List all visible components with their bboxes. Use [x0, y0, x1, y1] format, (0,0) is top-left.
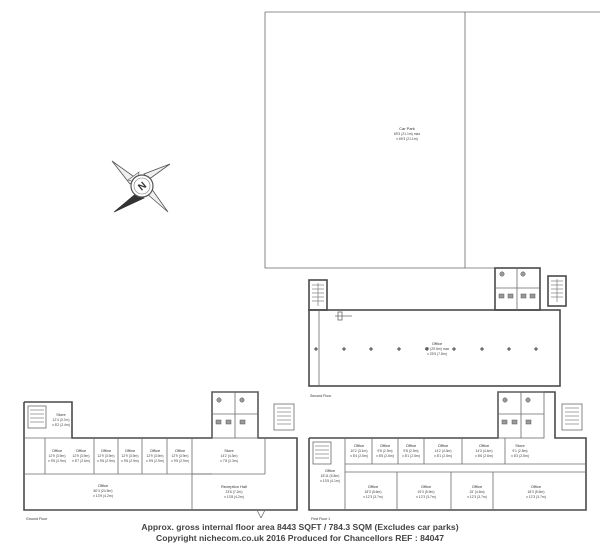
svg-text:x 8'1 (2.5m): x 8'1 (2.5m)	[434, 454, 452, 458]
svg-text:x 13'9 (4.2m): x 13'9 (4.2m)	[93, 494, 113, 498]
first-floor-label: First Floor 1	[311, 517, 330, 521]
svg-text:18'11 (5.8m): 18'11 (5.8m)	[321, 474, 340, 478]
svg-text:12'9 (3.9m): 12'9 (3.9m)	[72, 454, 89, 458]
svg-text:x 9'5 (2.9m): x 9'5 (2.9m)	[171, 459, 189, 463]
second-office-label: Office	[432, 341, 443, 346]
svg-text:Office: Office	[125, 448, 136, 453]
svg-text:Office: Office	[479, 443, 490, 448]
svg-text:Office: Office	[325, 468, 336, 473]
svg-text:Office: Office	[531, 484, 542, 489]
svg-text:x 8'6 (2.6m): x 8'6 (2.6m)	[475, 454, 493, 458]
car-park-area: Car Park 69'3 (21.1m) max x 69'3 (21.1m)	[264, 11, 600, 280]
svg-text:x 9'5 (2.9m): x 9'5 (2.9m)	[48, 459, 66, 463]
svg-text:x 13'8 (4.2m): x 13'8 (4.2m)	[224, 495, 244, 499]
svg-text:Office: Office	[150, 448, 161, 453]
svg-text:x 12'3 (3.7m): x 12'3 (3.7m)	[363, 495, 383, 499]
svg-text:x 7'8 (2.3m): x 7'8 (2.3m)	[220, 459, 238, 463]
svg-text:x 8'5 (2.6m): x 8'5 (2.6m)	[376, 454, 394, 458]
svg-text:Store: Store	[515, 443, 525, 448]
svg-text:x 13'5 (4.1m): x 13'5 (4.1m)	[320, 479, 340, 483]
svg-text:12'9 (3.9m): 12'9 (3.9m)	[146, 454, 163, 458]
svg-text:x 12'3 (3.7m): x 12'3 (3.7m)	[526, 495, 546, 499]
svg-text:Store: Store	[224, 448, 234, 453]
svg-text:Office: Office	[98, 483, 109, 488]
svg-text:x 8'3 (2.5m): x 8'3 (2.5m)	[511, 454, 529, 458]
svg-text:12'9 (3.9m): 12'9 (3.9m)	[48, 454, 65, 458]
svg-text:9'1 (2.8m): 9'1 (2.8m)	[512, 449, 527, 453]
svg-text:19'3 (5.9m): 19'3 (5.9m)	[417, 490, 434, 494]
svg-text:x 12'3 (3.7m): x 12'3 (3.7m)	[467, 495, 487, 499]
svg-text:12'9 (3.9m): 12'9 (3.9m)	[171, 454, 188, 458]
svg-text:Office: Office	[52, 448, 63, 453]
svg-text:x 9'6 (2.9m): x 9'6 (2.9m)	[121, 459, 139, 463]
svg-text:Store: Store	[56, 412, 66, 417]
svg-text:Office: Office	[76, 448, 87, 453]
copyright-caption: Copyright nichecom.co.uk 2016 Produced f…	[156, 533, 444, 543]
svg-text:12'4 (3.7m): 12'4 (3.7m)	[52, 418, 69, 422]
svg-text:Office: Office	[175, 448, 186, 453]
car-park-dim2: x 69'3 (21.1m)	[396, 137, 418, 141]
svg-text:x 9'6 (2.9m): x 9'6 (2.9m)	[97, 459, 115, 463]
svg-text:18'3 (5.6m): 18'3 (5.6m)	[364, 490, 381, 494]
floor-area-caption: Approx. gross internal floor area 8443 S…	[141, 522, 459, 532]
svg-text:Office: Office	[354, 443, 365, 448]
second-floor-plan: Office 97' (29.5m) max x 25'5 (7.8m) Sec…	[308, 267, 567, 398]
svg-text:Office: Office	[101, 448, 112, 453]
first-floor-plan: Office 10'2 (3.1m) x 8'4 (2.5m) Office 9…	[308, 391, 587, 521]
svg-text:97' (29.5m) max: 97' (29.5m) max	[425, 347, 450, 351]
svg-text:9'8 (2.9m): 9'8 (2.9m)	[403, 449, 418, 453]
svg-text:x 9'5 (2.9m): x 9'5 (2.9m)	[146, 459, 164, 463]
car-park-dim1: 69'3 (21.1m) max	[394, 132, 421, 136]
svg-text:14'3 (4.4m): 14'3 (4.4m)	[475, 449, 492, 453]
svg-text:x 12'3 (3.7m): x 12'3 (3.7m)	[416, 495, 436, 499]
svg-text:Office: Office	[406, 443, 417, 448]
svg-text:Reception Hall: Reception Hall	[221, 484, 247, 489]
svg-text:Office: Office	[368, 484, 379, 489]
ground-floor-plan: Store 12'4 (3.7m) x 8'2 (2.4m) Office 12…	[23, 391, 298, 521]
svg-text:14'2 (4.3m): 14'2 (4.3m)	[220, 454, 237, 458]
svg-text:Office: Office	[421, 484, 432, 489]
second-floor-label: Second Floor	[310, 394, 332, 398]
svg-text:x 25'5 (7.8m): x 25'5 (7.8m)	[427, 352, 447, 356]
svg-text:12'9 (3.9m): 12'9 (3.9m)	[121, 454, 138, 458]
svg-text:18'3 (5.6m): 18'3 (5.6m)	[527, 490, 544, 494]
svg-text:15' (4.6m): 15' (4.6m)	[469, 490, 484, 494]
structural-columns	[314, 347, 538, 351]
svg-text:Office: Office	[472, 484, 483, 489]
svg-text:Office: Office	[380, 443, 391, 448]
svg-text:x 8'7 (2.6m): x 8'7 (2.6m)	[72, 459, 90, 463]
svg-text:14'2 (4.3m): 14'2 (4.3m)	[434, 449, 451, 453]
svg-text:12'9 (3.9m): 12'9 (3.9m)	[97, 454, 114, 458]
car-park-label: Car Park	[399, 126, 415, 131]
svg-text:x 8'1 (2.5m): x 8'1 (2.5m)	[402, 454, 420, 458]
svg-text:80'3 (24.5m): 80'3 (24.5m)	[94, 489, 113, 493]
ground-floor-label: Ground Floor	[26, 517, 48, 521]
svg-text:x 8'4 (2.5m): x 8'4 (2.5m)	[350, 454, 368, 458]
svg-text:23'6 (7.2m): 23'6 (7.2m)	[225, 490, 242, 494]
svg-text:x 8'2 (2.4m): x 8'2 (2.4m)	[52, 423, 70, 427]
svg-text:9'8 (2.9m): 9'8 (2.9m)	[377, 449, 392, 453]
svg-text:10'2 (3.1m): 10'2 (3.1m)	[350, 449, 367, 453]
svg-text:Office: Office	[438, 443, 449, 448]
compass-rose: N	[111, 160, 171, 213]
